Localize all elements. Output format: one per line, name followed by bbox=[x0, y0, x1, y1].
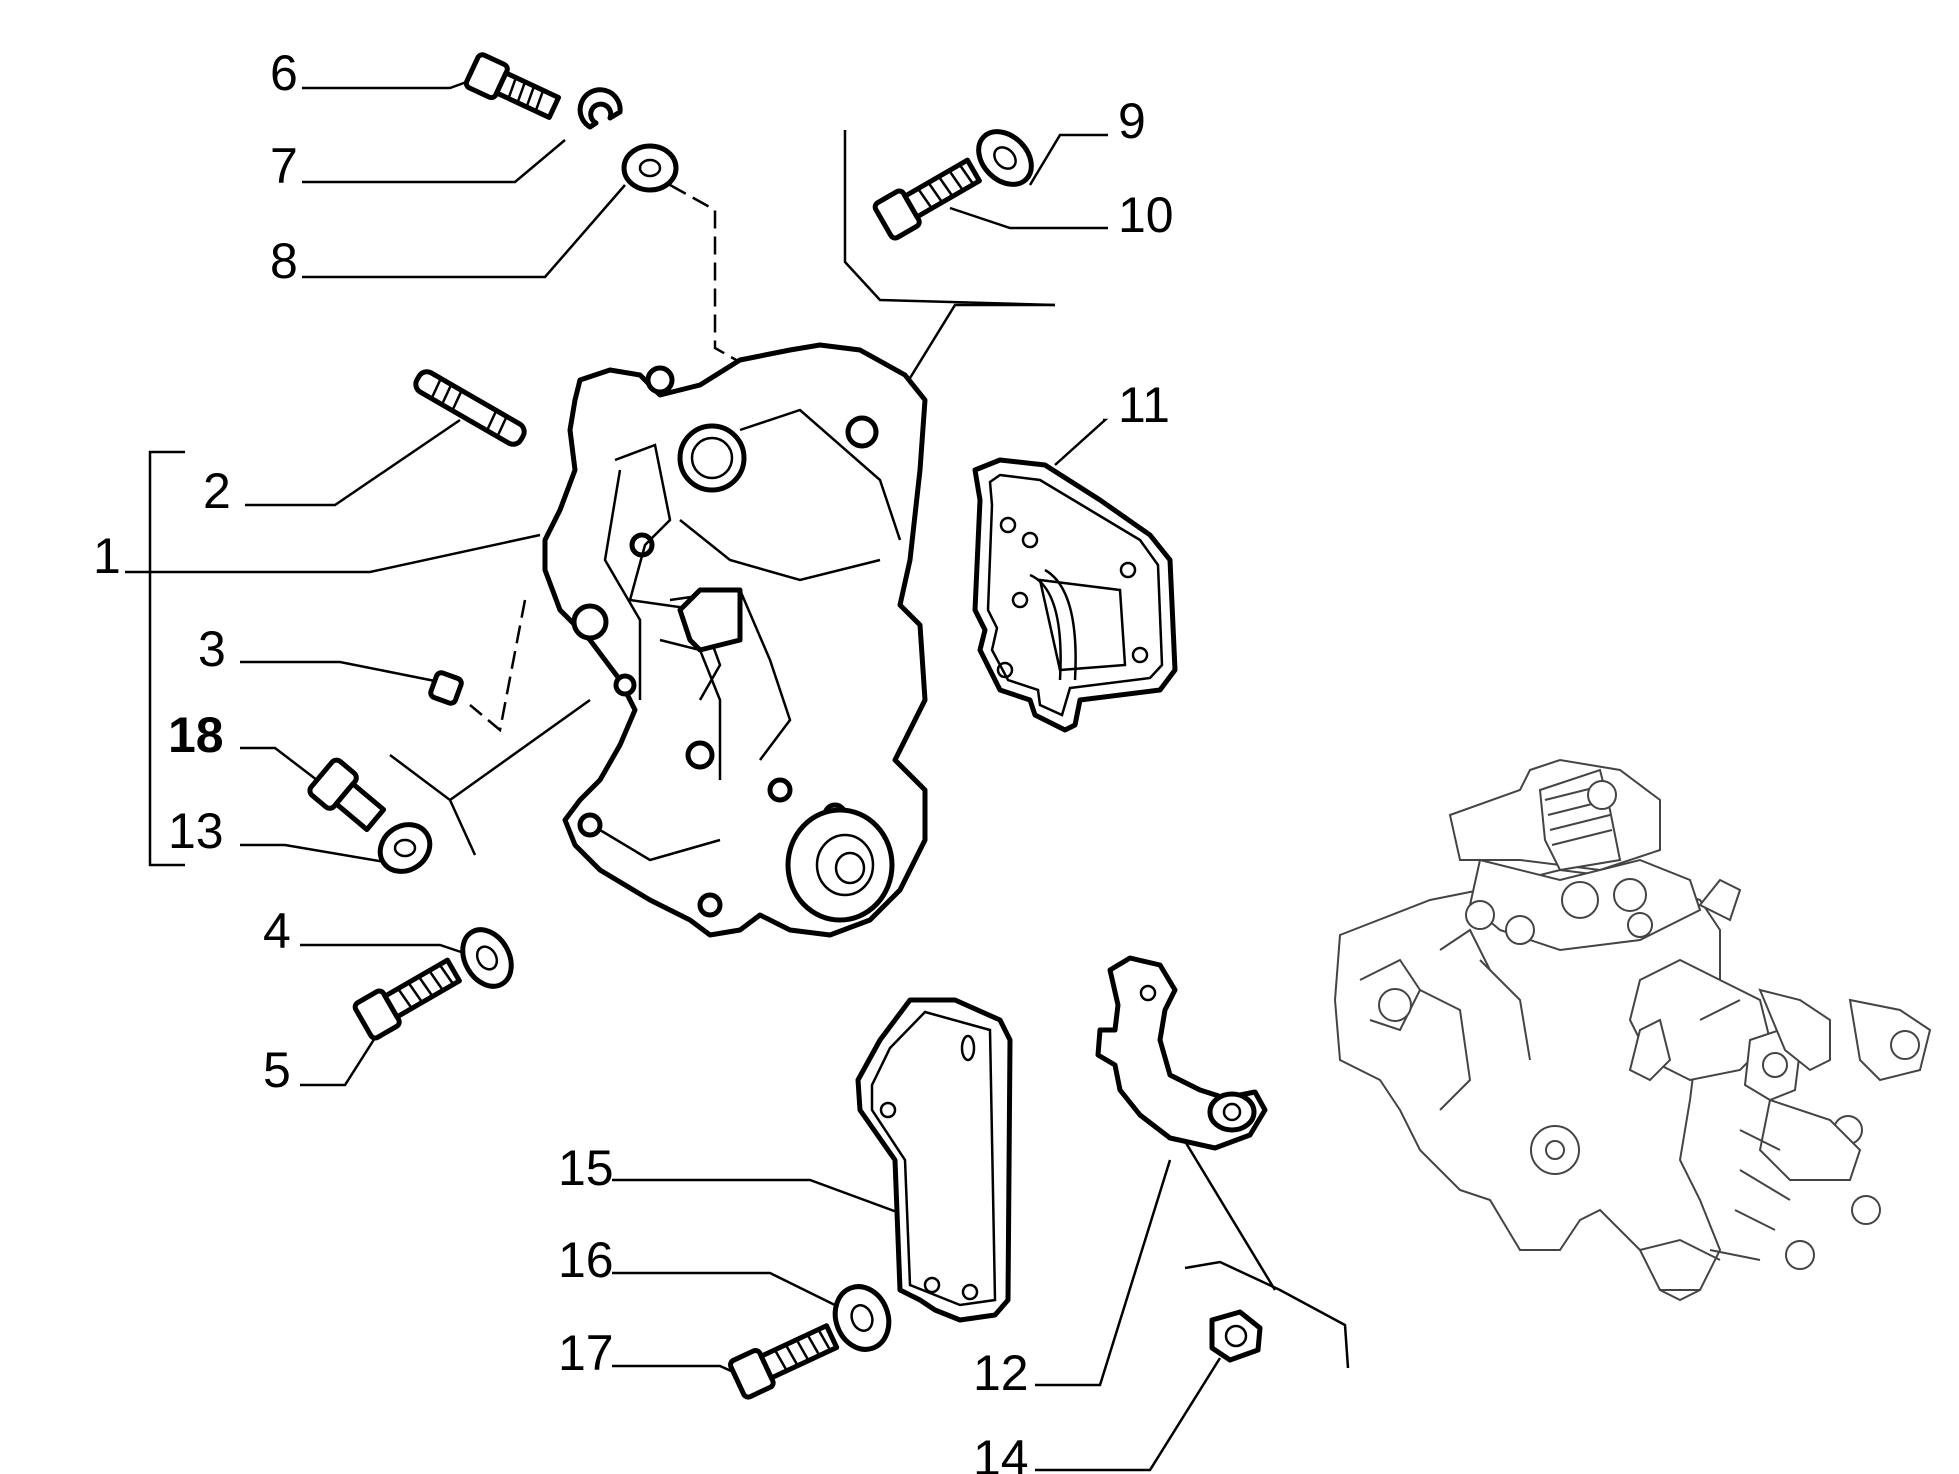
split-washer-7 bbox=[577, 87, 623, 130]
housing-1 bbox=[542, 342, 928, 938]
callout-10: 10 bbox=[1118, 187, 1174, 243]
callout-7: 7 bbox=[270, 138, 298, 194]
callout-9: 9 bbox=[1118, 93, 1146, 149]
washer-16 bbox=[832, 1284, 892, 1352]
callout-11: 11 bbox=[1118, 377, 1170, 433]
stud-2 bbox=[413, 369, 527, 447]
callout-4: 4 bbox=[263, 903, 291, 959]
callout-6: 6 bbox=[270, 45, 298, 101]
washer-13 bbox=[377, 822, 433, 874]
callout-17: 17 bbox=[558, 1325, 614, 1381]
callout-16: 16 bbox=[558, 1232, 614, 1288]
washer-8 bbox=[621, 143, 679, 193]
callout-15: 15 bbox=[558, 1140, 614, 1196]
callout-3: 3 bbox=[198, 621, 226, 677]
bolt-17 bbox=[728, 1323, 840, 1400]
callout-8: 8 bbox=[270, 233, 298, 289]
bracket-plate-15 bbox=[855, 997, 1013, 1323]
bolt-6 bbox=[463, 52, 562, 120]
bracket-12 bbox=[1095, 955, 1268, 1151]
gasket-11 bbox=[972, 457, 1178, 733]
callout-2: 2 bbox=[203, 463, 231, 519]
nut-14 bbox=[1209, 1309, 1263, 1363]
callout-13: 13 bbox=[168, 803, 224, 859]
callout-5: 5 bbox=[263, 1042, 291, 1098]
callout-18: 18 bbox=[168, 707, 224, 763]
injection-pump-reference bbox=[1333, 758, 1932, 1302]
bolt-18 bbox=[307, 757, 387, 833]
washer-4 bbox=[460, 927, 514, 989]
bolt-5 bbox=[352, 957, 462, 1041]
callout-12: 12 bbox=[973, 1345, 1029, 1401]
plug-3 bbox=[428, 670, 464, 706]
group-bracket bbox=[148, 450, 185, 867]
washer-9 bbox=[976, 129, 1034, 187]
callout-14: 14 bbox=[973, 1430, 1029, 1474]
callout-1: 1 bbox=[93, 528, 121, 584]
bolt-10 bbox=[872, 157, 982, 241]
